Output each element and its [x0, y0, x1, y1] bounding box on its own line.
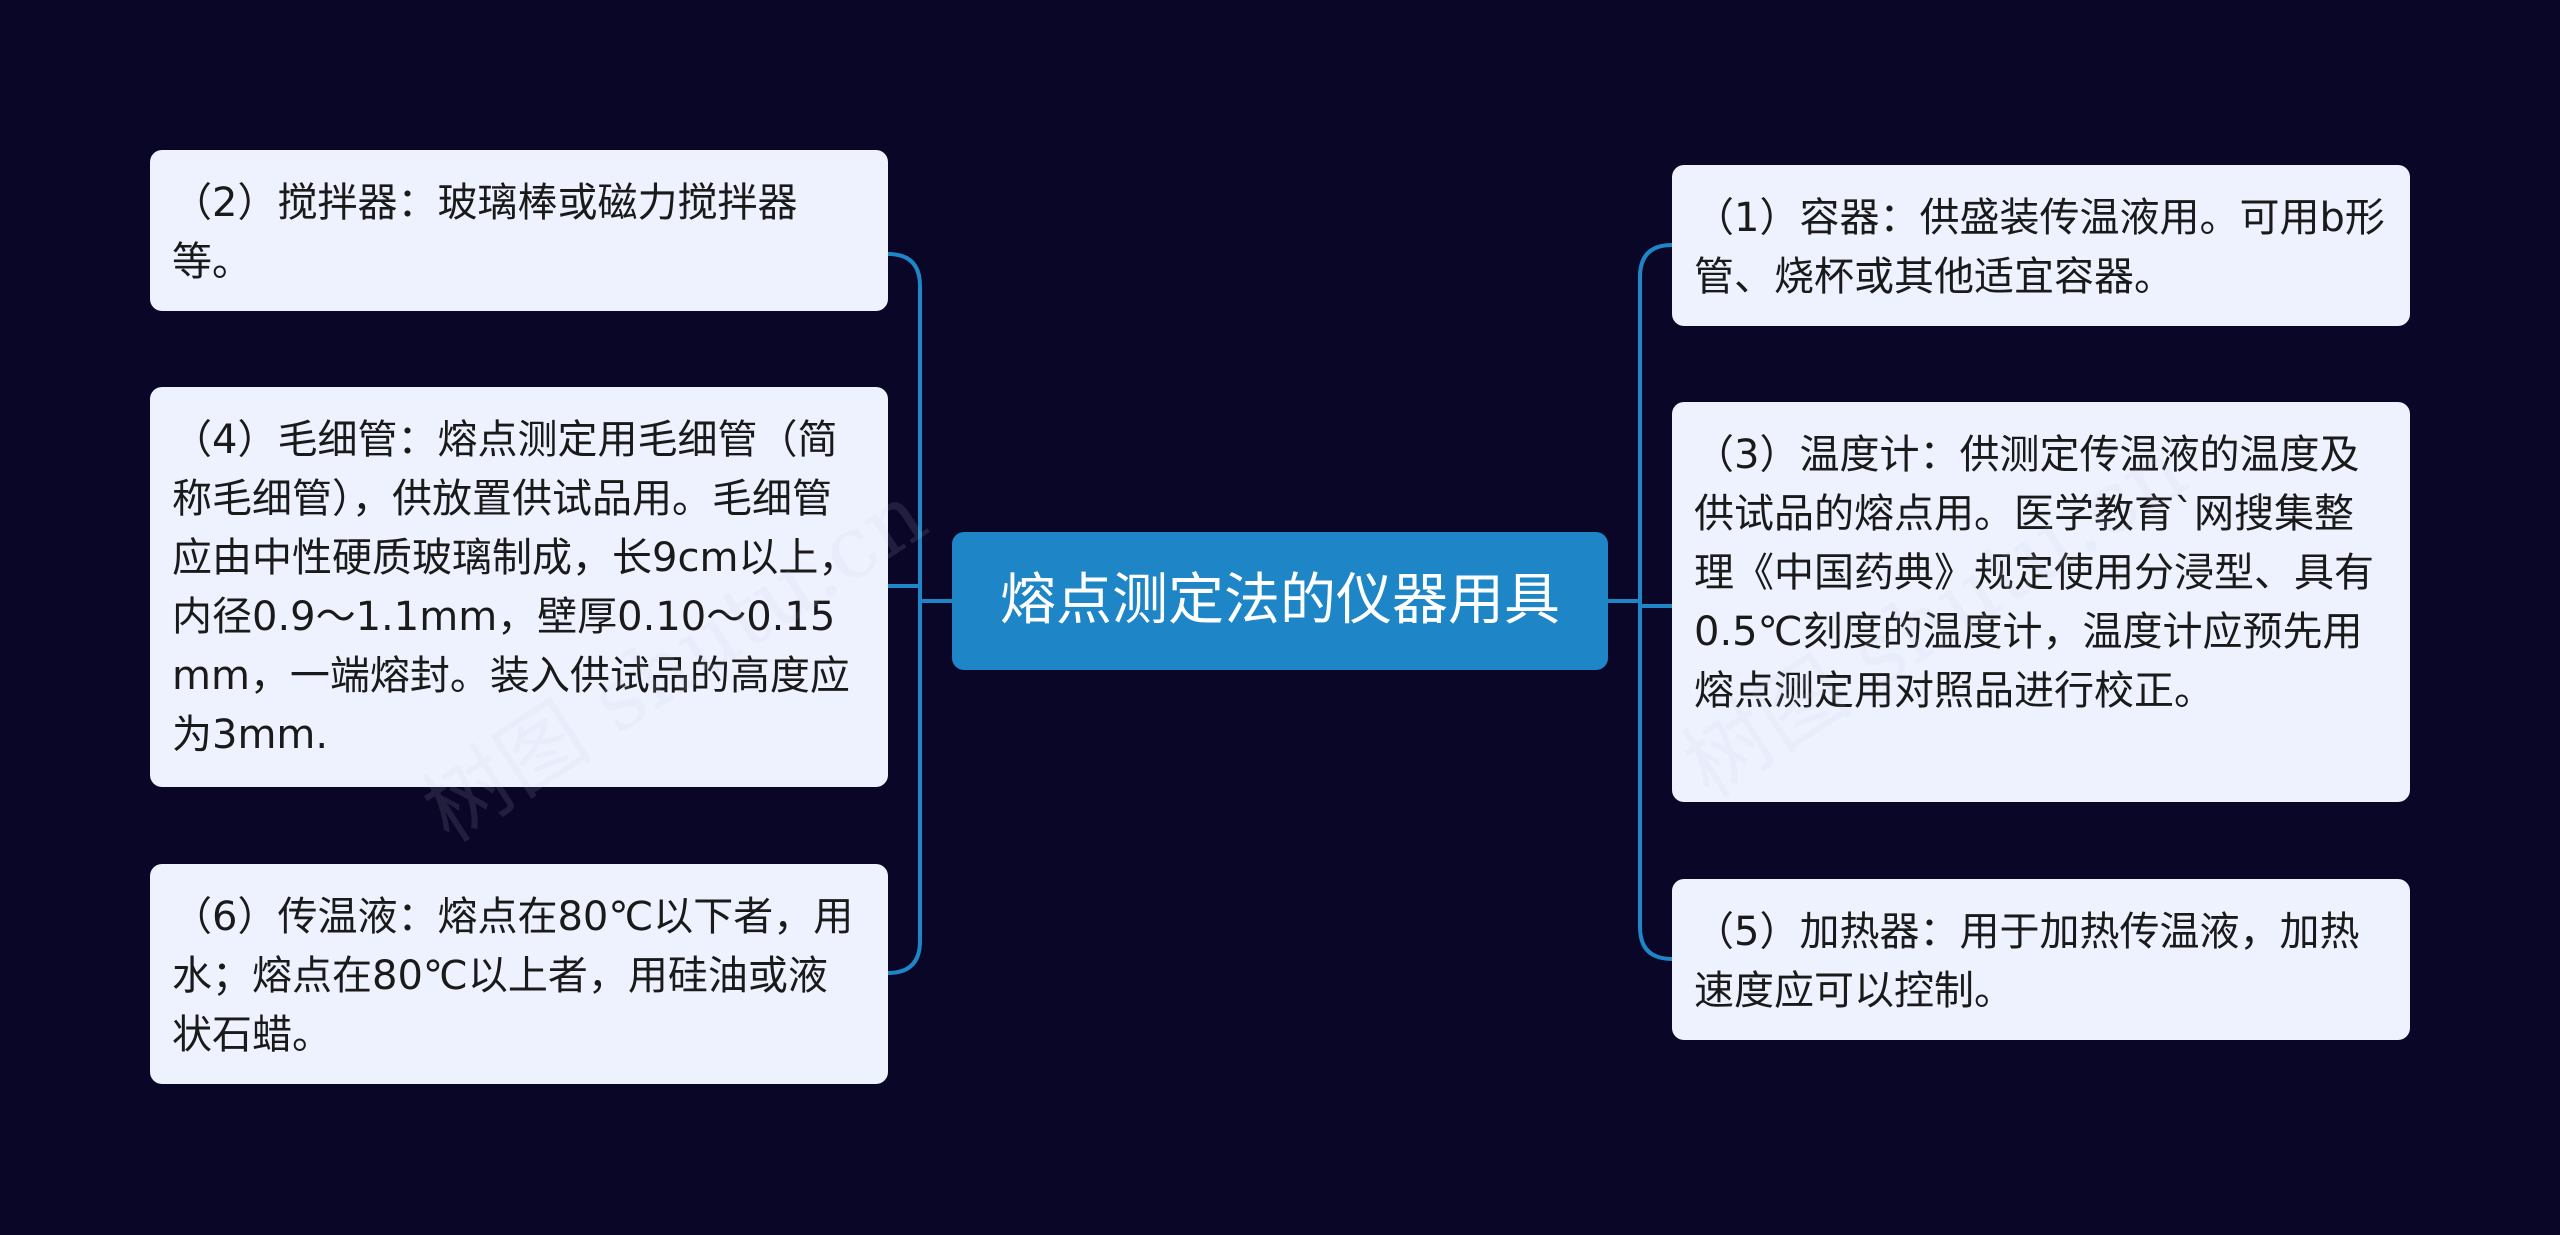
node-stirrer[interactable]: （2）搅拌器：玻璃棒或磁力搅拌器等。 [150, 150, 888, 311]
node-heater[interactable]: （5）加热器：用于加热传温液，加热速度应可以控制。 [1672, 879, 2410, 1040]
node-thermometer[interactable]: （3）温度计：供测定传温液的温度及供试品的熔点用。医学教育`网搜集整理《中国药典… [1672, 402, 2410, 802]
connector-right-spine [1638, 243, 1674, 961]
node-heater-text: （5）加热器：用于加热传温液，加热速度应可以控制。 [1694, 909, 2360, 1014]
node-heat-transfer-liquid-text: （6）传温液：熔点在80℃以下者，用水；熔点在80℃以上者，用硅油或液状石蜡。 [172, 894, 854, 1058]
central-topic[interactable]: 熔点测定法的仪器用具 [952, 532, 1608, 670]
node-stirrer-text: （2）搅拌器：玻璃棒或磁力搅拌器等。 [172, 180, 798, 285]
node-container-text: （1）容器：供盛装传温液用。可用b形管、烧杯或其他适宜容器。 [1694, 195, 2385, 300]
node-capillary-text: （4）毛细管：熔点测定用毛细管（简称毛细管），供放置供试品用。毛细管应由中性硬质… [172, 417, 859, 758]
node-heat-transfer-liquid[interactable]: （6）传温液：熔点在80℃以下者，用水；熔点在80℃以上者，用硅油或液状石蜡。 [150, 864, 888, 1084]
node-capillary[interactable]: （4）毛细管：熔点测定用毛细管（简称毛细管），供放置供试品用。毛细管应由中性硬质… [150, 387, 888, 787]
connector-left-spine [886, 252, 922, 975]
node-container[interactable]: （1）容器：供盛装传温液用。可用b形管、烧杯或其他适宜容器。 [1672, 165, 2410, 326]
node-thermometer-text: （3）温度计：供测定传温液的温度及供试品的熔点用。医学教育`网搜集整理《中国药典… [1694, 432, 2374, 714]
